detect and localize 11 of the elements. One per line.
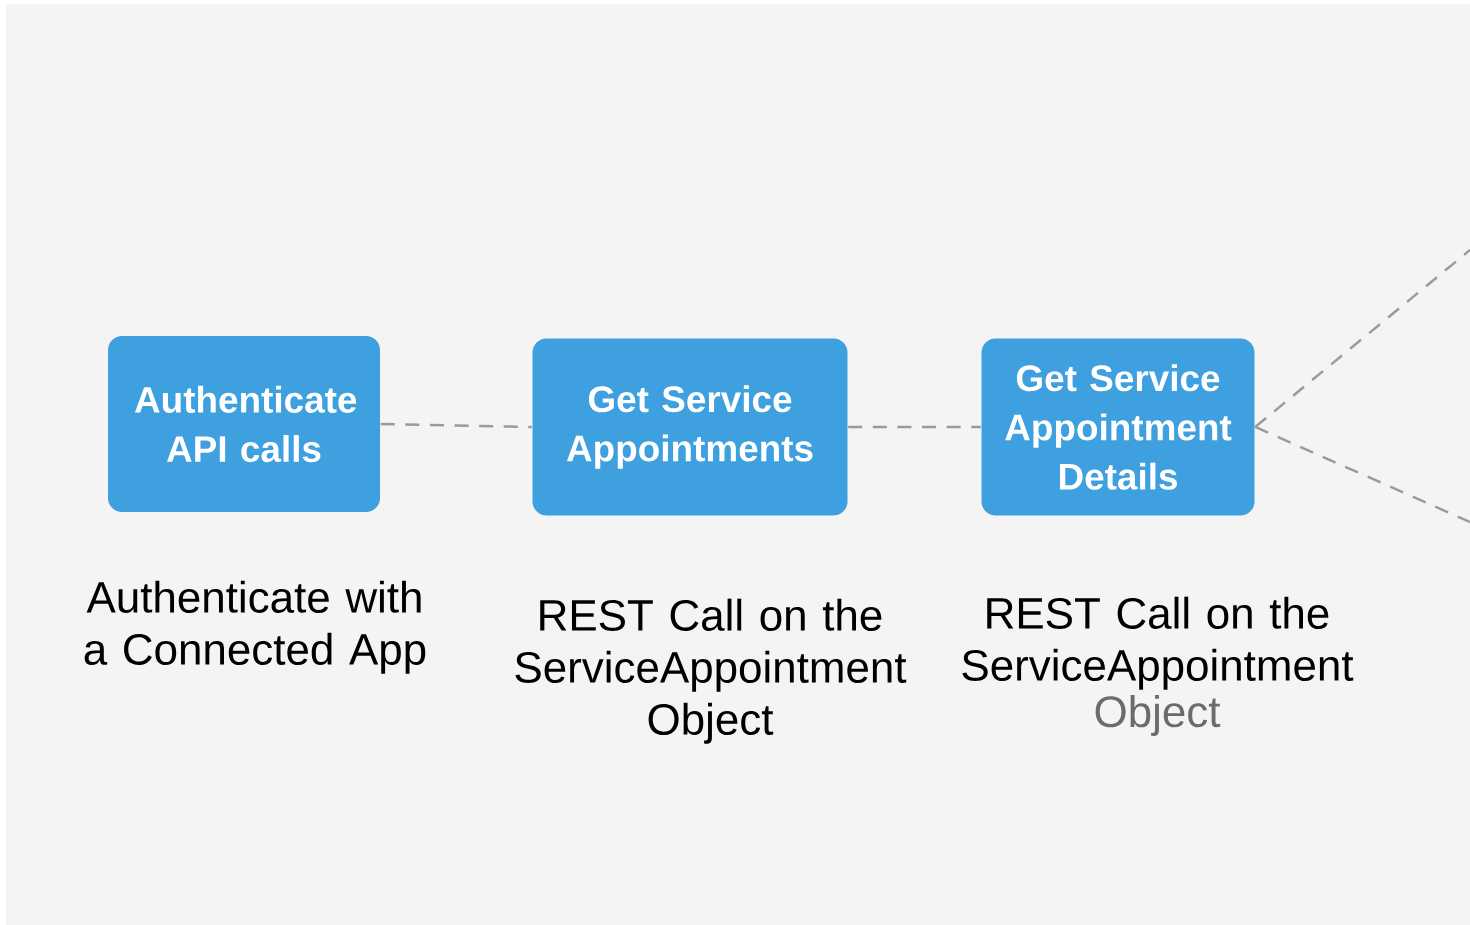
- caption-text: Authenticate with a Connected App: [84, 580, 426, 674]
- connector-line: [380, 422, 532, 429]
- connector-line: [848, 425, 981, 429]
- connector-line: [1254, 249, 1470, 428]
- caption-text: REST Call on the ServiceAppointment Object: [515, 598, 907, 744]
- caption-text: REST Call on the ServiceAppointment: [962, 596, 1354, 690]
- caption-text: Object: [1095, 695, 1221, 736]
- process-box: Authenticate API calls: [108, 336, 380, 512]
- process-box: Get Service Appointment Details: [981, 338, 1255, 516]
- connector-line: [1254, 425, 1470, 524]
- process-box: Get Service Appointments: [532, 338, 848, 516]
